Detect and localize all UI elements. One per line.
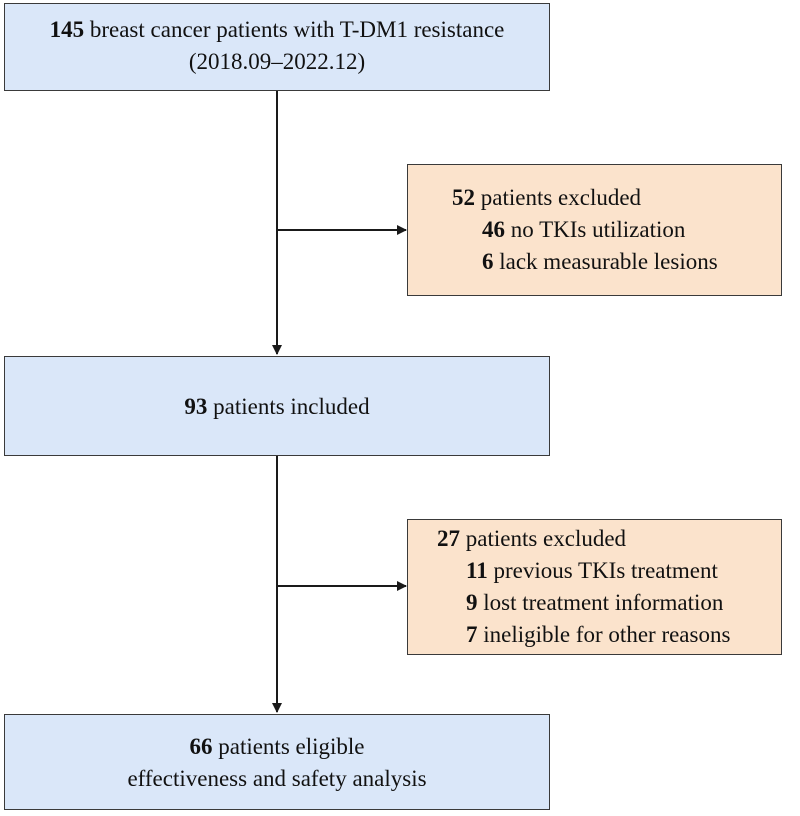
exclusion2-reason-2: 9 lost treatment information	[466, 590, 724, 615]
final-box-line-1: 66 patients eligible	[189, 734, 365, 759]
included-line: 93 patients included	[184, 394, 370, 419]
exclusion2-reason-1: 11 previous TKIs treatment	[466, 558, 718, 583]
start-box-line-2: (2018.09–2022.12)	[5, 46, 549, 78]
exclusion1-title: 52 patients excluded	[452, 185, 642, 210]
start-box-line-1: 145 breast cancer patients with T-DM1 re…	[5, 14, 549, 46]
start-count: 145	[49, 17, 85, 42]
start-box: 145 breast cancer patients with T-DM1 re…	[4, 3, 550, 91]
final-box: 66 patients eligible effectiveness and s…	[4, 714, 550, 810]
final-box-line-2: effectiveness and safety analysis	[5, 763, 549, 795]
exclusion2-reason-3: 7 ineligible for other reasons	[466, 622, 731, 647]
exclusion-box-2: 27 patients excluded 11 previous TKIs tr…	[407, 519, 782, 655]
exclusion1-reason-2: 6 lack measurable lesions	[482, 249, 718, 274]
exclusion2-title: 27 patients excluded	[437, 526, 627, 551]
included-count: 93	[184, 394, 208, 419]
exclusion1-reason-1: 46 no TKIs utilization	[482, 217, 686, 242]
included-box: 93 patients included	[4, 356, 550, 456]
final-analysis-label: effectiveness and safety analysis	[127, 766, 427, 791]
start-date-range: (2018.09–2022.12)	[188, 49, 366, 74]
start-description: breast cancer patients with T-DM1 resist…	[84, 17, 505, 42]
exclusion-box-1: 52 patients excluded 46 no TKIs utilizat…	[407, 164, 782, 296]
final-count: 66	[189, 734, 213, 759]
